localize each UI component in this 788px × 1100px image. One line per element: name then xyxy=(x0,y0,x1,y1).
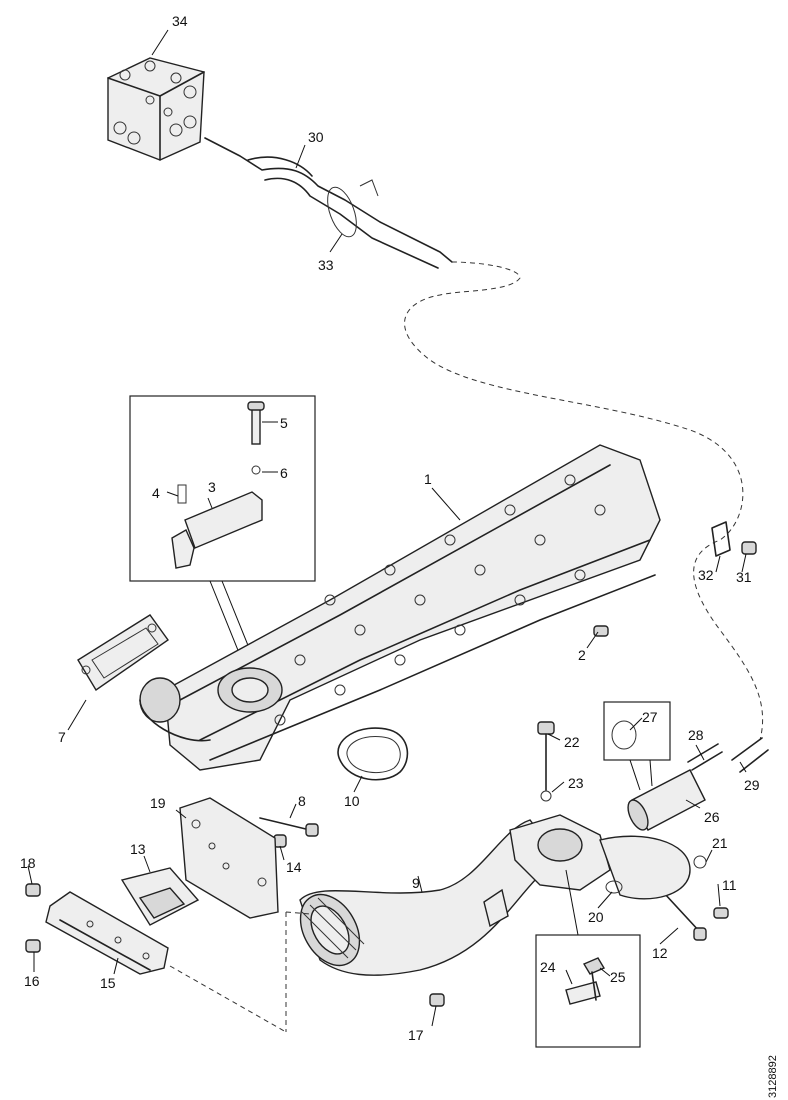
callout-3: 3 xyxy=(208,479,216,495)
pipe-end xyxy=(731,737,769,773)
callout-6: 6 xyxy=(280,465,288,481)
intake-manifold xyxy=(139,444,661,771)
callout-25: 25 xyxy=(610,969,626,985)
callout-34: 34 xyxy=(172,13,188,29)
inset-detail-sensor xyxy=(535,869,641,1048)
callout-27: 27 xyxy=(642,709,658,725)
valve-block xyxy=(107,57,205,161)
callout-28: 28 xyxy=(688,727,704,743)
callout-21: 21 xyxy=(712,835,728,851)
callout-26: 26 xyxy=(704,809,720,825)
callout-13: 13 xyxy=(130,841,146,857)
callout-30: 30 xyxy=(308,129,324,145)
callout-32: 32 xyxy=(698,567,714,583)
callout-14: 14 xyxy=(286,859,302,875)
bend-pipe xyxy=(299,819,562,976)
callout-leaders xyxy=(27,29,747,1027)
bolts xyxy=(25,541,757,1007)
support-brackets xyxy=(45,797,311,1033)
upper-hose xyxy=(204,137,453,269)
callout-7: 7 xyxy=(58,729,66,745)
callout-11: 11 xyxy=(722,877,737,893)
callout-8: 8 xyxy=(298,793,306,809)
long-pipe-routing xyxy=(404,261,764,741)
callout-29: 29 xyxy=(744,777,760,793)
oval-gasket xyxy=(337,727,409,781)
inset-detail-bracket xyxy=(129,395,316,681)
callout-16: 16 xyxy=(24,973,40,989)
callout-19: 19 xyxy=(150,795,166,811)
callout-31: 31 xyxy=(736,569,752,585)
callout-1: 1 xyxy=(424,471,432,487)
callout-2: 2 xyxy=(578,647,586,663)
flange-gasket xyxy=(77,614,169,692)
callout-33: 33 xyxy=(318,257,334,273)
callout-12: 12 xyxy=(652,945,668,961)
callout-20: 20 xyxy=(588,909,604,925)
callout-labels: 34 30 33 1 5 6 3 4 2 7 8 10 9 32 31 27 2… xyxy=(20,13,760,1043)
callout-10: 10 xyxy=(344,793,360,809)
sensor-cylinder xyxy=(603,701,723,831)
callout-22: 22 xyxy=(564,734,580,750)
drawing-number: 3128892 xyxy=(767,1055,779,1098)
callout-17: 17 xyxy=(408,1027,424,1043)
callout-23: 23 xyxy=(568,775,584,791)
callout-15: 15 xyxy=(100,975,116,991)
callout-24: 24 xyxy=(540,959,556,975)
pipe-clip xyxy=(711,521,731,557)
elbow-housing xyxy=(509,814,691,900)
callout-9: 9 xyxy=(412,875,420,891)
callout-4: 4 xyxy=(152,485,160,501)
callout-18: 18 xyxy=(20,855,36,871)
callout-5: 5 xyxy=(280,415,288,431)
